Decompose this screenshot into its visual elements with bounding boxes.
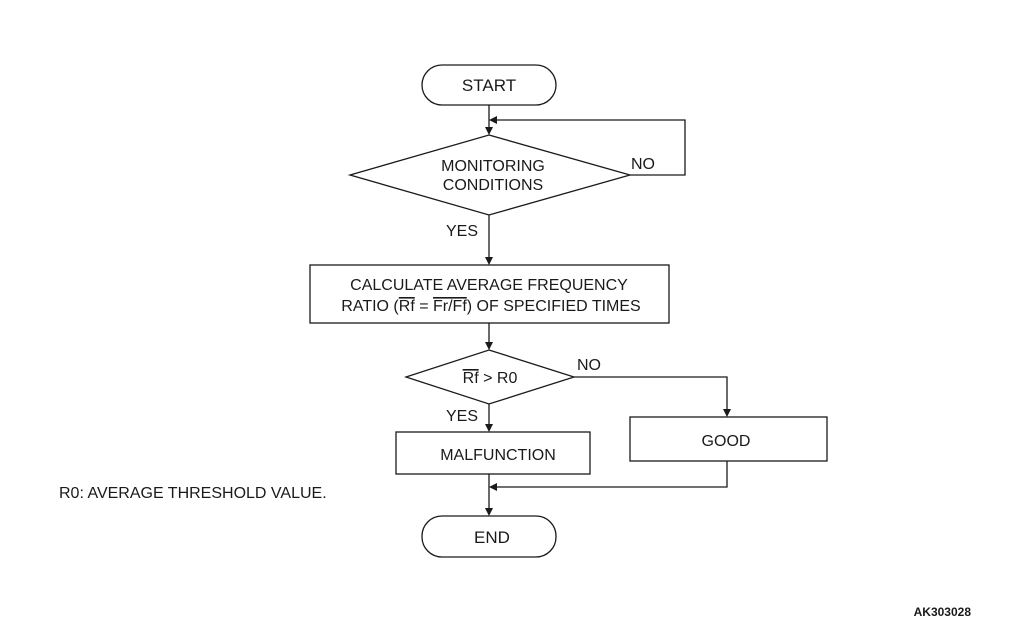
- end-label: END: [474, 528, 510, 547]
- figure-code: AK303028: [914, 605, 972, 619]
- compare-label: Rf > R0: [463, 370, 518, 387]
- arrowhead-compare-yes: [485, 424, 493, 432]
- connector-compare-no: [574, 376, 728, 409]
- malfunction-result: [395, 431, 591, 475]
- monitoring-label-line2: CONDITIONS: [443, 177, 543, 194]
- compare-rest: > R0: [479, 370, 518, 387]
- calculate-label-line1: CALCULATE AVERAGE FREQUENCY: [350, 277, 628, 294]
- monitoring-label-line1: MONITORING: [441, 158, 545, 175]
- monitoring-yes-label: YES: [446, 223, 478, 240]
- end-terminator: [421, 515, 557, 558]
- good-label: GOOD: [702, 433, 751, 450]
- arrowhead-to-end: [485, 508, 493, 516]
- calc-ratio-prefix: RATIO (: [341, 298, 399, 315]
- compare-no-label: NO: [577, 357, 601, 374]
- calc-equals: =: [415, 298, 433, 315]
- monitoring-conditions-decision: [347, 134, 633, 216]
- arrowhead-compare-no: [723, 409, 731, 417]
- connector-good-merge: [497, 461, 728, 488]
- monitoring-no-label: NO: [631, 156, 655, 173]
- compare-rf-symbol: Rf: [463, 370, 480, 387]
- arrowhead-calc-to-compare: [485, 342, 493, 350]
- connector-monitoring-no-loop: [497, 119, 686, 176]
- start-label: START: [462, 76, 516, 95]
- calculate-label-line2: RATIO (Rf = Fr/Ff) OF SPECIFIED TIMES: [341, 298, 640, 315]
- arrowhead-start-to-monitoring: [485, 127, 493, 135]
- calc-rf-symbol: Rf: [399, 298, 416, 315]
- malfunction-label: MALFUNCTION: [440, 447, 556, 464]
- calc-suffix: ) OF SPECIFIED TIMES: [467, 298, 641, 315]
- calc-frff-symbol: Fr/Ff: [433, 298, 467, 315]
- arrowhead-monitoring-no-loop: [489, 116, 497, 124]
- compare-yes-label: YES: [446, 408, 478, 425]
- threshold-note: R0: AVERAGE THRESHOLD VALUE.: [59, 485, 327, 502]
- arrowhead-monitoring-yes: [485, 257, 493, 265]
- good-result: [629, 416, 828, 462]
- arrowhead-good-merge: [489, 483, 497, 491]
